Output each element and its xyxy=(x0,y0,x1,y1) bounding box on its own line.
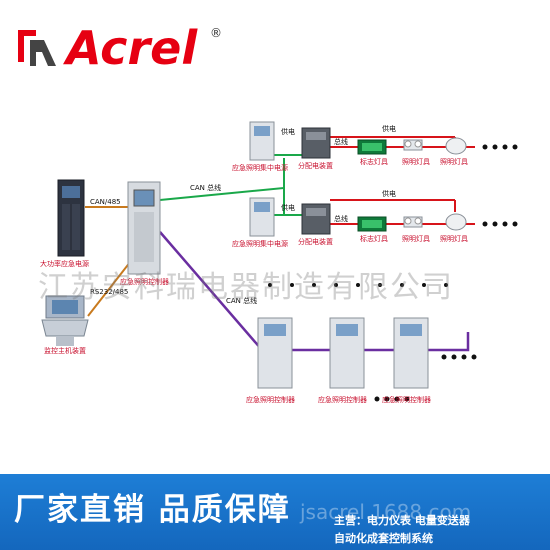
sub-controller-cabinet-3 xyxy=(393,317,429,389)
label-bulkhead-top: 照明灯具 xyxy=(440,158,468,166)
registered-mark: ® xyxy=(210,26,222,40)
label-supply-c: 供电 xyxy=(281,204,295,212)
purple-bus-line xyxy=(159,231,470,352)
label-ctrl-1: 应急照明控制器 xyxy=(246,396,295,404)
label-ctrl-2: 应急照明控制器 xyxy=(318,396,367,404)
main-controller-cabinet xyxy=(127,181,161,275)
label-can-bus-top: CAN 总线 xyxy=(190,184,222,192)
distribution-box-mid xyxy=(301,203,331,235)
label-can-rs485: CAN/485 xyxy=(90,198,121,206)
banner-tagline-1: 主营：电力仪表 电量变送器 xyxy=(334,514,470,527)
continuation-dots-mid xyxy=(482,221,518,227)
label-dist-mid: 分配电装置 xyxy=(298,238,333,246)
label-exit-top: 标志灯具 xyxy=(360,158,388,166)
label-ctrl-3: 应急照明控制器 xyxy=(382,396,431,404)
distribution-box-top xyxy=(301,127,331,159)
brand-name: Acrel xyxy=(66,21,198,75)
label-controller: 应急照明控制器 xyxy=(120,278,169,286)
emergency-lamp-top xyxy=(403,139,423,151)
label-monitor: 监控主机装置 xyxy=(44,347,86,355)
acrel-logo: Acrel ® xyxy=(14,21,222,76)
bulkhead-lamp-mid xyxy=(445,213,467,231)
label-power-top: 应急照明集中电源 xyxy=(232,164,288,172)
label-can-bus-bottom: CAN 总线 xyxy=(226,297,258,305)
continuation-dots-bottom xyxy=(374,396,410,402)
label-power-mid: 应急照明集中电源 xyxy=(232,240,288,248)
banner-tagline-2: 自动化成套控制系统 xyxy=(334,532,433,545)
emergency-lamp-mid xyxy=(403,216,423,228)
monitoring-terminal xyxy=(41,295,89,346)
exit-sign-top xyxy=(357,139,387,155)
label-dist-top: 分配电装置 xyxy=(298,162,333,170)
label-supply-d: 供电 xyxy=(382,190,396,198)
ups-cabinet xyxy=(57,179,85,257)
power-supply-mid xyxy=(249,197,275,237)
label-supply-a: 供电 xyxy=(281,128,295,136)
banner-url: jsacrel.1688.com xyxy=(300,500,472,524)
label-ups: 大功率应急电源 xyxy=(40,260,89,268)
banner-slogan: 厂家直销 品质保障 xyxy=(14,492,291,528)
power-supply-top xyxy=(249,121,275,161)
sub-controller-cabinet-2 xyxy=(329,317,365,389)
label-rs232-485: RS232/485 xyxy=(90,288,129,296)
label-lamp-mid: 照明灯具 xyxy=(402,235,430,243)
acrel-logo-icon xyxy=(18,30,56,66)
label-bulkhead-mid: 照明灯具 xyxy=(440,235,468,243)
continuation-dots-row xyxy=(268,283,448,287)
sub-controller-cabinet-1 xyxy=(257,317,293,389)
continuation-dots-top xyxy=(482,144,518,150)
continuation-dots-right xyxy=(441,354,477,360)
label-signal-a: 总线 xyxy=(334,138,348,146)
exit-sign-mid xyxy=(357,216,387,232)
label-signal-b: 总线 xyxy=(334,215,348,223)
label-supply-b: 供电 xyxy=(382,125,396,133)
label-exit-mid: 标志灯具 xyxy=(360,235,388,243)
promo-banner: jsacrel.1688.com 厂家直销 品质保障 主营：电力仪表 电量变送器… xyxy=(0,474,550,550)
bulkhead-lamp-top xyxy=(445,137,467,155)
watermark-text: 江苏安科瑞电器制造有限公司 xyxy=(38,270,454,305)
label-lamp-top: 照明灯具 xyxy=(402,158,430,166)
